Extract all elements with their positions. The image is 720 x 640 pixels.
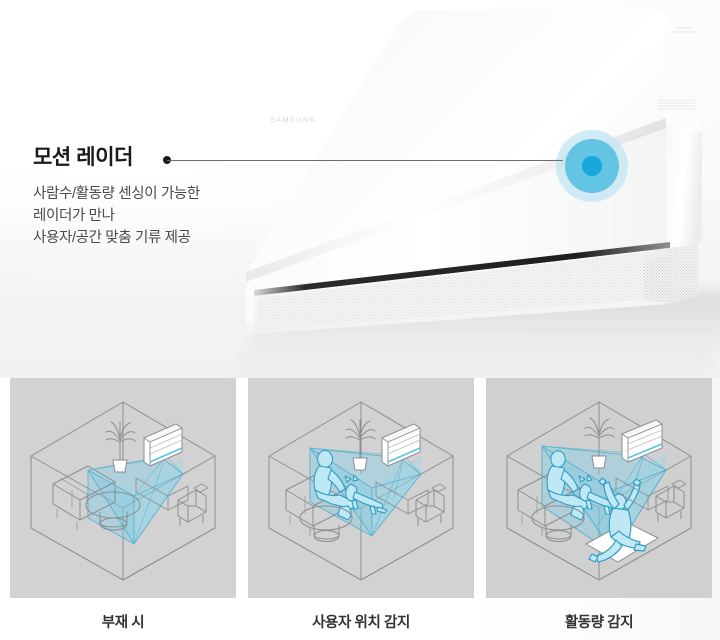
scenario-caption-absence: 부재 시 xyxy=(101,614,145,631)
callout-line-2: 레이더가 만나 xyxy=(33,208,115,224)
callout-description: 사람수/활동량 센싱이 가능한 레이더가 만나 사용자/공간 맞춤 기류 제공 xyxy=(33,183,273,249)
scenario-caption-user-position: 사용자 위치 감지 xyxy=(312,614,410,631)
scenario-panel-activity-level[interactable] xyxy=(486,378,712,598)
callout-leader-line xyxy=(163,156,563,164)
scenario-panel-absence[interactable] xyxy=(10,378,236,598)
scenario-caption-activity-level: 활동량 감지 xyxy=(564,614,634,631)
air-conditioner-image: SAMSUNG xyxy=(246,4,720,334)
scenario-panel-user-position[interactable] xyxy=(248,378,474,598)
motion-radar-indicator xyxy=(556,130,628,202)
callout-line-3: 사용자/공간 맞춤 기류 제공 xyxy=(33,230,191,246)
motion-radar-callout: 모션 레이더 사람수/활동량 센싱이 가능한 레이더가 만나 사용자/공간 맞춤… xyxy=(33,143,273,249)
svg-text:SAMSUNG: SAMSUNG xyxy=(270,117,317,124)
callout-title: 모션 레이더 xyxy=(33,146,134,169)
radar-ring-core xyxy=(582,156,602,176)
callout-line-1: 사람수/활동량 센싱이 가능한 xyxy=(33,186,200,202)
scenario-panels-section: 부재 시 xyxy=(0,378,720,640)
hero-product-section: SAMSUNG xyxy=(0,0,720,378)
leader-line-stroke xyxy=(167,160,563,161)
